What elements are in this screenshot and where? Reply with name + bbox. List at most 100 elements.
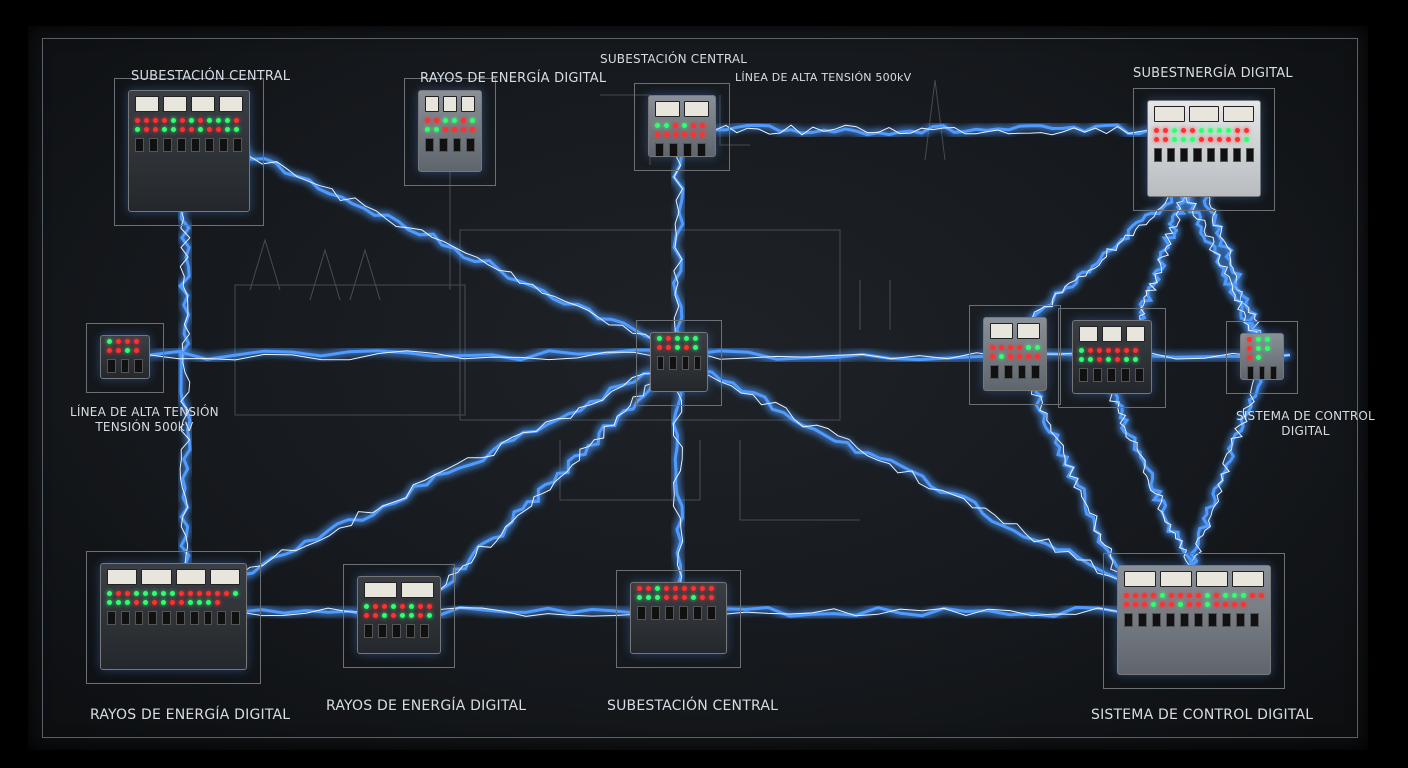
indicator-light-icon xyxy=(1205,602,1210,607)
indicator-light-icon xyxy=(682,595,687,600)
label-subestacion-bottom: SUBESTACIÓN CENTRAL xyxy=(607,698,779,714)
switch-icon xyxy=(378,624,387,638)
indicator-light-icon xyxy=(1214,602,1219,607)
indicator-light-icon xyxy=(1124,593,1129,598)
lightning-bolt xyxy=(239,358,679,577)
indicator-light-icon xyxy=(637,595,642,600)
indicator-light-icon xyxy=(1217,128,1222,133)
indicator-light-icon xyxy=(1172,137,1177,142)
indicator-light-icon xyxy=(188,600,193,605)
indicator-light-icon xyxy=(197,591,202,596)
indicator-light-icon xyxy=(391,604,396,609)
indicator-lights xyxy=(358,601,440,621)
switch-icon xyxy=(191,138,200,152)
gauge-row xyxy=(649,96,715,120)
indicator-light-icon xyxy=(1217,137,1222,142)
indicator-light-icon xyxy=(691,595,696,600)
lightning-bolt xyxy=(179,179,191,566)
switch-icon xyxy=(1107,368,1116,382)
indicator-lights xyxy=(984,342,1046,362)
indicator-light-icon xyxy=(1232,593,1237,598)
indicator-light-icon xyxy=(1026,354,1031,359)
indicator-light-icon xyxy=(664,586,669,591)
switch-icon xyxy=(1232,148,1241,162)
indicator-light-icon xyxy=(1256,346,1261,351)
switch-icon xyxy=(233,138,242,152)
indicator-light-icon xyxy=(700,595,705,600)
indicator-light-icon xyxy=(655,586,660,591)
panel-outline xyxy=(343,564,455,668)
indicator-light-icon xyxy=(1196,602,1201,607)
indicator-light-icon xyxy=(215,600,220,605)
lightning-bolt xyxy=(239,359,679,576)
indicator-light-icon xyxy=(1244,128,1249,133)
switch-row xyxy=(1241,363,1283,379)
indicator-light-icon xyxy=(700,132,705,137)
indicator-light-icon xyxy=(206,591,211,596)
switch-icon xyxy=(669,356,677,370)
indicator-light-icon xyxy=(1235,137,1240,142)
indicator-light-icon xyxy=(107,600,112,605)
indicator-light-icon xyxy=(1205,593,1210,598)
indicator-light-icon xyxy=(1247,346,1252,351)
gauge-icon xyxy=(1188,106,1220,122)
indicator-light-icon xyxy=(1124,348,1129,353)
indicator-light-icon xyxy=(225,127,230,132)
panel-outline xyxy=(969,305,1061,405)
switch-icon xyxy=(693,356,701,370)
indicator-light-icon xyxy=(657,345,662,350)
indicator-light-icon xyxy=(125,591,130,596)
indicator-light-icon xyxy=(373,613,378,618)
indicator-light-icon xyxy=(673,123,678,128)
indicator-light-icon xyxy=(1247,337,1252,342)
indicator-lights xyxy=(101,336,149,356)
switch-icon xyxy=(1167,148,1176,162)
indicator-light-icon xyxy=(684,345,689,350)
indicator-light-icon xyxy=(125,600,130,605)
indicator-light-icon xyxy=(1160,593,1165,598)
switch-icon xyxy=(1236,613,1245,627)
switch-icon xyxy=(697,143,706,156)
schematic-lines xyxy=(234,79,946,521)
indicator-light-icon xyxy=(425,118,430,123)
indicator-light-icon xyxy=(1247,355,1252,360)
indicator-light-icon xyxy=(1178,602,1183,607)
indicator-lights xyxy=(649,120,715,140)
indicator-light-icon xyxy=(691,586,696,591)
indicator-light-icon xyxy=(418,613,423,618)
switch-row xyxy=(1148,145,1260,165)
indicator-light-icon xyxy=(162,127,167,132)
indicator-light-icon xyxy=(107,591,112,596)
switch-icon xyxy=(120,359,130,373)
control-panel xyxy=(1147,100,1261,197)
switch-row xyxy=(101,356,149,376)
indicator-lights xyxy=(1241,334,1283,363)
indicator-light-icon xyxy=(990,354,995,359)
indicator-light-icon xyxy=(1199,137,1204,142)
label-linea-alta-tension-left: LÍNEA DE ALTA TENSIÓN TENSIÓN 500kV xyxy=(70,405,219,435)
indicator-light-icon xyxy=(180,118,185,123)
indicator-light-icon xyxy=(1241,593,1246,598)
indicator-light-icon xyxy=(116,348,121,353)
indicator-light-icon xyxy=(225,118,230,123)
indicator-light-icon xyxy=(382,604,387,609)
indicator-light-icon xyxy=(116,591,121,596)
switch-row xyxy=(129,135,249,155)
indicator-light-icon xyxy=(664,123,669,128)
lightning-bolt xyxy=(1179,179,1263,351)
label-rayos-top: RAYOS DE ENERGÍA DIGITAL xyxy=(420,71,607,86)
switch-icon xyxy=(466,138,475,152)
indicator-light-icon xyxy=(1035,345,1040,350)
indicator-light-icon xyxy=(1241,602,1246,607)
indicator-light-icon xyxy=(646,595,651,600)
gauge-icon xyxy=(1102,326,1122,342)
indicator-light-icon xyxy=(1259,593,1264,598)
indicator-light-icon xyxy=(418,604,423,609)
indicator-light-icon xyxy=(461,127,466,132)
indicator-light-icon xyxy=(1244,137,1249,142)
indicator-light-icon xyxy=(1250,593,1255,598)
switch-icon xyxy=(134,611,144,625)
gauge-icon xyxy=(443,96,457,112)
indicator-light-icon xyxy=(655,595,660,600)
gauge-row xyxy=(1073,321,1151,345)
